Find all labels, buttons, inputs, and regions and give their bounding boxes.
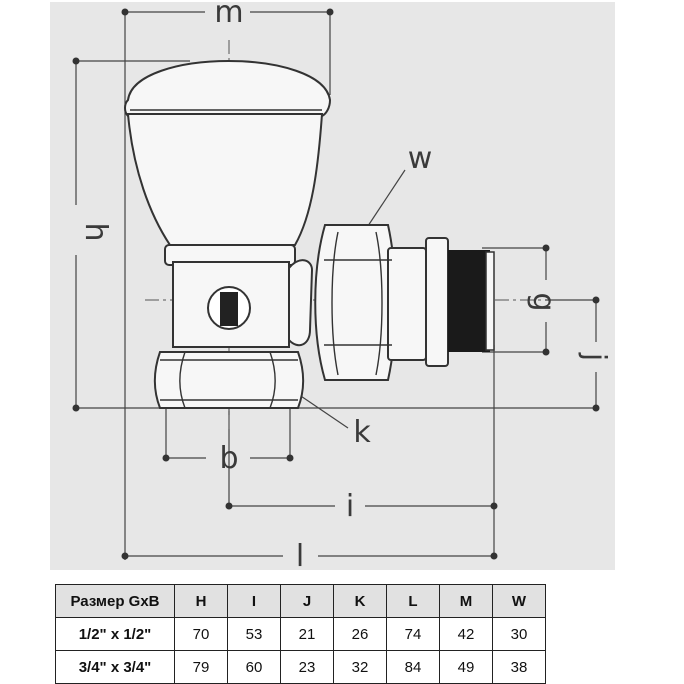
header-i: I: [227, 584, 281, 618]
table-cell: 3/4" x 3/4": [55, 650, 175, 684]
table-cell: 1/2" x 1/2": [55, 617, 175, 651]
header-l: L: [386, 584, 440, 618]
table-cell: 70: [174, 617, 228, 651]
tail-end: [485, 251, 495, 351]
table-cell: 26: [333, 617, 387, 651]
label-j: j: [577, 352, 612, 361]
dimensions-table: Размер GxB H I J K L M W 1/2" x 1/2" 70 …: [55, 584, 546, 684]
body-details: [130, 109, 392, 409]
label-g: g: [526, 292, 561, 311]
handwheel-cap: [124, 60, 332, 117]
table-cell: 53: [227, 617, 281, 651]
header-m: M: [439, 584, 493, 618]
table-cell: 74: [386, 617, 440, 651]
table-cell: 49: [439, 650, 493, 684]
table-cell: 42: [439, 617, 493, 651]
table-cell: 30: [492, 617, 546, 651]
table-cell: 60: [227, 650, 281, 684]
header-w: W: [492, 584, 546, 618]
label-h: h: [78, 222, 113, 241]
valve-drawing: m h w g j k b i l: [50, 0, 615, 570]
table-cell: 38: [492, 650, 546, 684]
table-row: 1/2" x 1/2" 70 53 21 26 74 42 30: [55, 617, 546, 651]
threaded-tail: [448, 250, 490, 352]
label-l: l: [296, 539, 304, 570]
label-b: b: [219, 441, 238, 476]
table-cell: 21: [280, 617, 334, 651]
table-cell: 84: [386, 650, 440, 684]
table-cell: 79: [174, 650, 228, 684]
connector: [387, 247, 427, 361]
dimension-dots: [72, 8, 600, 560]
handwheel-bowl: [126, 113, 324, 246]
table-cell: 23: [280, 650, 334, 684]
header-k: K: [333, 584, 387, 618]
table-header-row: Размер GxB H I J K L M W: [55, 584, 546, 618]
table-cell: 32: [333, 650, 387, 684]
label-k: k: [353, 415, 371, 450]
label-i: i: [346, 489, 354, 524]
bottom-hex-nut: [153, 351, 305, 409]
collar: [425, 237, 449, 367]
valve-badge: [207, 286, 251, 330]
valve-body: [124, 60, 449, 409]
label-w: w: [408, 141, 433, 176]
table-row: 3/4" x 3/4" 79 60 23 32 84 49 38: [55, 650, 546, 684]
side-hex-nut: [314, 224, 397, 381]
header-j: J: [280, 584, 334, 618]
header-size: Размер GxB: [55, 584, 175, 618]
label-m: m: [214, 0, 243, 30]
header-h: H: [174, 584, 228, 618]
